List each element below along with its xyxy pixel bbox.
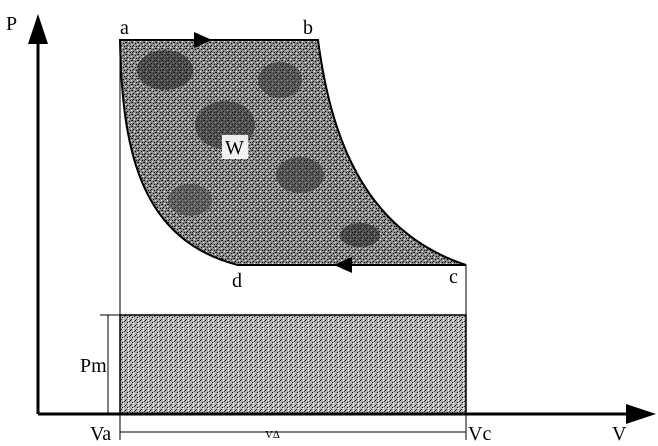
direction-arrow-ab-icon <box>194 32 212 48</box>
work-area-shading <box>137 50 380 247</box>
x-axis-arrow-icon <box>626 404 656 424</box>
work-label: W <box>225 137 244 159</box>
y-axis-label: P <box>6 13 17 35</box>
point-d-label: d <box>232 270 242 292</box>
y-axis-arrow-icon <box>28 14 48 44</box>
va-label: Va <box>90 423 111 445</box>
x-axis-label: V <box>612 423 627 445</box>
point-c-label: c <box>449 266 458 288</box>
point-a-label: a <box>120 17 129 39</box>
direction-arrow-cd-icon <box>334 257 352 273</box>
point-b-label: b <box>303 17 313 39</box>
vs-label: V∆ <box>265 429 280 441</box>
work-label-box <box>222 135 248 159</box>
mean-pressure-label: Pm <box>80 355 107 377</box>
vc-label: Vc <box>468 423 491 445</box>
mean-pressure-area <box>119 314 467 415</box>
